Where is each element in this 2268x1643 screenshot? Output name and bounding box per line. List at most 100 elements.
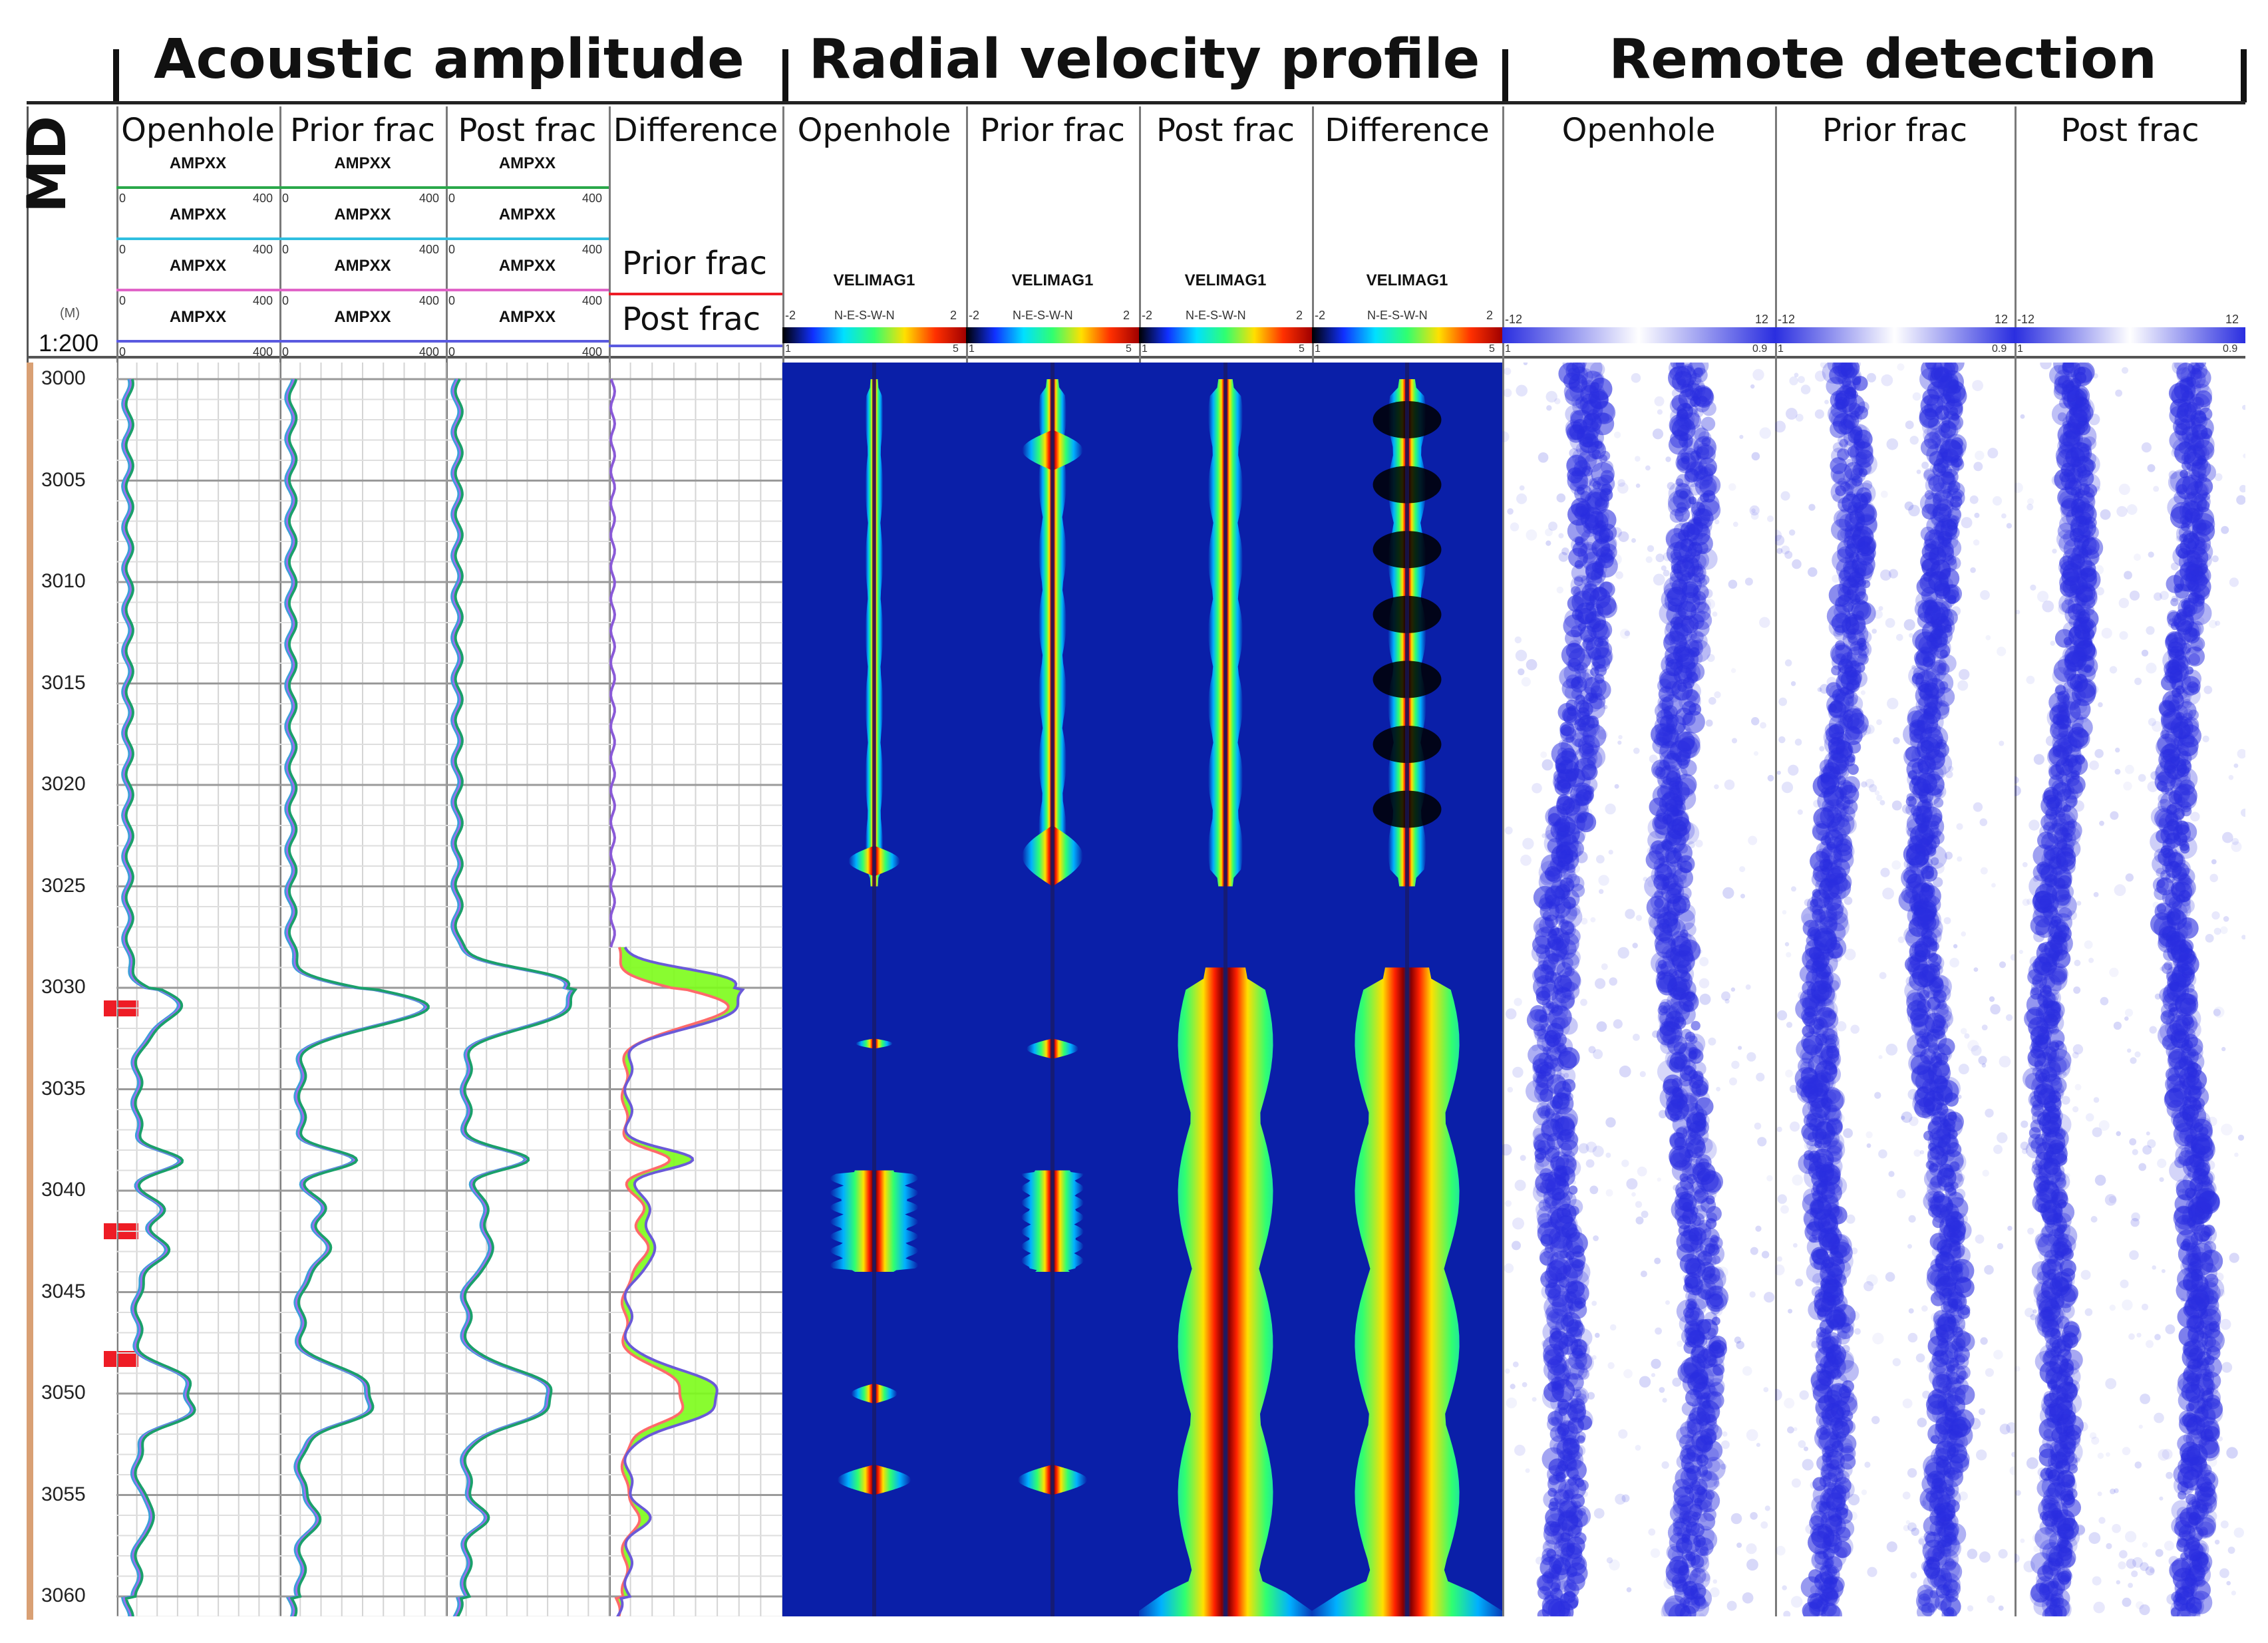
reflector-speckle <box>1831 518 1853 541</box>
curve-label: AMPXX <box>498 154 556 172</box>
background-speckle <box>1931 1388 1941 1398</box>
background-speckle <box>1985 1368 1994 1377</box>
reflector-speckle <box>1848 636 1858 647</box>
background-speckle <box>1832 1602 1839 1609</box>
background-speckle <box>1776 770 1781 775</box>
reflector-speckle <box>1828 911 1849 931</box>
background-speckle <box>1764 1292 1775 1303</box>
reflector-speckle <box>1838 594 1851 607</box>
background-speckle <box>1595 978 1606 989</box>
background-speckle <box>1866 373 1876 382</box>
background-speckle <box>1697 949 1702 954</box>
scale-max: 400 <box>419 345 440 359</box>
background-speckle <box>1654 1257 1661 1265</box>
background-speckle <box>1788 1308 1793 1314</box>
reflector-speckle <box>1577 1435 1585 1444</box>
background-speckle <box>1599 889 1604 894</box>
background-speckle <box>1559 1073 1565 1080</box>
background-speckle <box>1795 1278 1804 1287</box>
reflector-speckle <box>1565 1319 1584 1337</box>
reflector-speckle <box>1820 909 1838 928</box>
reflector-speckle <box>1565 1459 1587 1481</box>
background-speckle <box>1756 1072 1765 1082</box>
background-speckle <box>1730 1513 1742 1525</box>
reflector-speckle <box>1556 962 1573 978</box>
background-speckle <box>1591 1300 1597 1306</box>
reflector-speckle <box>1806 896 1824 913</box>
background-speckle <box>1933 862 1945 874</box>
reflector-speckle <box>1683 1282 1693 1292</box>
reflector-speckle <box>1542 1046 1551 1056</box>
reflector-speckle <box>1591 462 1615 486</box>
reflector-speckle <box>1526 1009 1549 1032</box>
reflector-speckle <box>1563 1579 1577 1592</box>
legend-prior-line <box>609 293 782 295</box>
background-speckle <box>1609 1559 1620 1570</box>
background-speckle <box>1699 1515 1708 1523</box>
background-speckle <box>1571 510 1575 515</box>
background-speckle <box>1999 1056 2011 1068</box>
reflector-speckle <box>1569 728 1589 747</box>
background-speckle <box>1843 1128 1853 1138</box>
background-speckle <box>1683 857 1693 866</box>
background-speckle <box>1631 538 1636 543</box>
legend-post-line <box>609 345 782 347</box>
reflector-speckle <box>1858 645 1869 657</box>
background-speckle <box>1767 774 1774 782</box>
reflector-speckle <box>1562 1372 1571 1382</box>
scale-axis: N-E-S-W-N <box>834 309 895 322</box>
reflector-speckle <box>1563 1489 1574 1501</box>
background-speckle <box>1541 759 1553 771</box>
background-speckle <box>1978 1056 1987 1065</box>
background-speckle <box>1940 426 1947 433</box>
background-speckle <box>1987 1595 1995 1604</box>
reflector-speckle <box>1675 506 1691 522</box>
background-speckle <box>1932 961 1942 971</box>
curve-label: AMPXX <box>169 308 227 326</box>
background-speckle <box>1954 1157 1964 1167</box>
background-speckle <box>1661 1461 1669 1469</box>
scale-max: 400 <box>253 243 273 256</box>
depth-label: 3030 <box>41 976 86 998</box>
reflector-speckle <box>1594 647 1613 667</box>
background-speckle <box>1778 736 1786 744</box>
reflector-speckle <box>1701 400 1716 416</box>
scale-axis: N-E-S-W-N <box>1186 309 1246 322</box>
reflector-speckle <box>1850 468 1866 484</box>
reflector-speckle <box>1583 577 1594 588</box>
background-speckle <box>1945 1502 1950 1507</box>
reflector-speckle <box>1562 1304 1571 1313</box>
background-speckle <box>1673 974 1680 980</box>
background-speckle <box>1959 1325 1966 1332</box>
reflector-speckle <box>1546 1037 1561 1053</box>
background-speckle <box>1631 1192 1636 1197</box>
background-speckle <box>1540 1554 1552 1565</box>
background-speckle <box>1706 1352 1712 1359</box>
reflector-speckle <box>1849 509 1865 525</box>
scale-max: 400 <box>419 243 440 256</box>
reflector-speckle <box>1589 692 1606 710</box>
background-speckle <box>1633 1034 1640 1041</box>
background-speckle <box>1979 818 1988 826</box>
background-speckle <box>1736 1543 1742 1548</box>
reflector-speckle <box>1673 615 1695 637</box>
md-label: MD <box>16 115 78 213</box>
background-speckle <box>1590 917 1596 923</box>
depth-label: 3005 <box>41 468 86 491</box>
reflector-speckle <box>1679 1173 1689 1182</box>
background-speckle <box>1721 991 1730 1001</box>
reflector-speckle <box>1687 1121 1706 1139</box>
background-speckle <box>1645 465 1651 471</box>
reflector-speckle <box>1685 1031 1696 1042</box>
reflector-speckle <box>1846 646 1867 667</box>
scale-max: 2 <box>950 309 957 322</box>
remote-colorbar <box>1502 327 1775 343</box>
background-speckle <box>1973 802 1983 812</box>
curve-label: VELIMAG1 <box>1184 271 1267 289</box>
background-speckle <box>1973 967 1979 972</box>
amplitude-curve <box>454 378 577 1616</box>
reflector-speckle <box>1554 1425 1569 1439</box>
background-speckle <box>1709 1587 1720 1598</box>
reflector-speckle <box>1588 693 1598 704</box>
reflector-speckle <box>1653 874 1670 891</box>
